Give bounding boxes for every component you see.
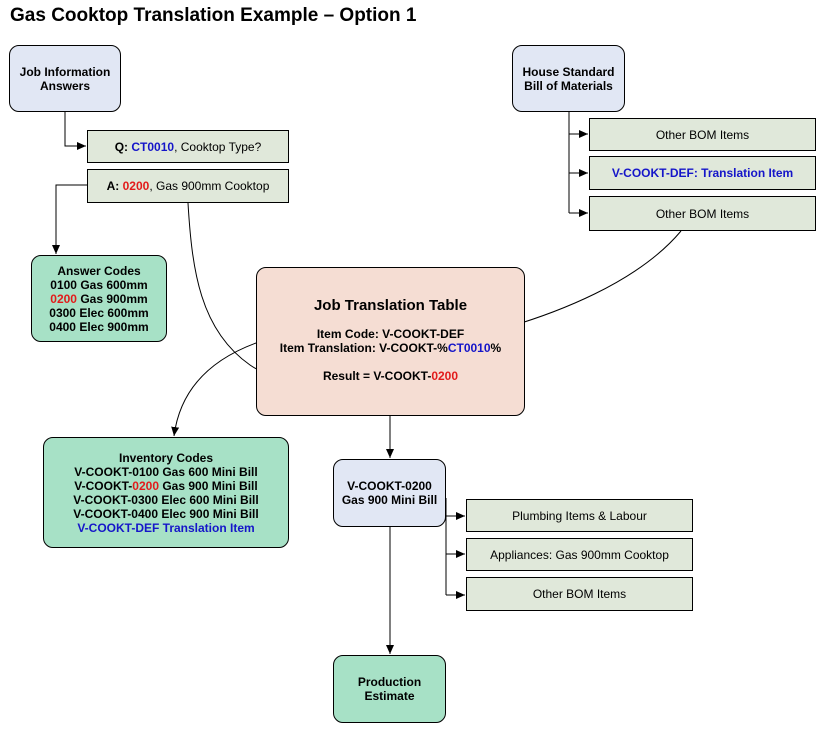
answer-code: 0200: [122, 179, 150, 193]
translation-item-translation-prefix: Item Translation: V-COOKT-%: [279, 341, 448, 355]
inventory-row: V-COOKT-0100 Gas 600 Mini Bill: [74, 464, 258, 479]
mini-other-items-label: Other BOM Items: [532, 587, 627, 601]
production-line2: Estimate: [364, 689, 415, 703]
inventory-row-translation: V-COOKT-DEF Translation Item: [77, 520, 255, 535]
job-information-line1: Job Information: [19, 64, 111, 79]
bom-other-items-1: Other BOM Items: [589, 118, 816, 151]
plumbing-items-box: Plumbing Items & Labour: [466, 499, 693, 532]
answer-code-value: 0400: [49, 319, 76, 334]
appliances-box: Appliances: Gas 900mm Cooktop: [466, 538, 693, 571]
answer-codes-box: Answer Codes 0100 Gas 600mm 0200 Gas 900…: [31, 255, 167, 342]
inventory-row-suffix: Gas 900 Mini Bill: [159, 478, 258, 493]
house-bom-box: House Standard Bill of Materials: [512, 45, 625, 112]
answer-codes-title: Answer Codes: [57, 263, 141, 278]
translation-item-code: Item Code: V-COOKT-DEF: [316, 327, 465, 341]
bom-other-items-2-label: Other BOM Items: [655, 206, 750, 221]
bom-other-items-2: Other BOM Items: [589, 196, 816, 231]
job-information-line2: Answers: [39, 78, 91, 93]
inventory-row: V-COOKT-0400 Elec 900 Mini Bill: [73, 506, 259, 521]
question-box: Q: CT0010, Cooktop Type?: [87, 130, 289, 163]
production-line1: Production: [357, 675, 422, 689]
answer-text: , Gas 900mm Cooktop: [149, 179, 270, 193]
inventory-row: V-COOKT-0200 Gas 900 Mini Bill: [74, 479, 257, 493]
house-bom-line2: Bill of Materials: [524, 78, 613, 93]
appliances-label: Appliances: Gas 900mm Cooktop: [490, 547, 669, 562]
connector-answer-codes: [52, 184, 87, 254]
connector-jobinfo-question: [64, 112, 86, 150]
question-code: CT0010: [131, 139, 175, 154]
question-prefix: Q:: [114, 139, 132, 154]
translation-result: Result = V-COOKT-0200: [323, 369, 458, 383]
answer-box: A: 0200, Gas 900mm Cooktop: [87, 169, 289, 203]
answer-code-desc: Elec 900mm: [75, 319, 149, 334]
answer-code-desc: Gas 600mm: [76, 277, 148, 292]
answer-prefix: A:: [106, 179, 123, 193]
mini-bill-line2: Gas 900 Mini Bill: [341, 493, 438, 507]
job-translation-table-box: Job Translation Table Item Code: V-COOKT…: [256, 267, 525, 416]
answer-code-value: 0200: [50, 291, 77, 306]
inventory-row-code: 0200: [132, 478, 159, 493]
translation-table-title: Job Translation Table: [313, 297, 468, 314]
translation-item-translation-code: CT0010: [447, 341, 491, 355]
mini-bill-line1: V-COOKT-0200: [347, 479, 432, 493]
page-title: Gas Cooktop Translation Example – Option…: [10, 5, 417, 26]
answer-code-value: 0100: [50, 277, 77, 292]
inventory-title: Inventory Codes: [118, 450, 214, 465]
inventory-codes-box: Inventory Codes V-COOKT-0100 Gas 600 Min…: [43, 437, 289, 548]
inventory-row-prefix: V-COOKT-: [74, 478, 133, 493]
answer-code-row: 0100 Gas 600mm: [50, 278, 147, 292]
inventory-row: V-COOKT-0300 Elec 600 Mini Bill: [73, 492, 259, 507]
bom-translation-item: V-COOKT-DEF: Translation Item: [589, 156, 816, 190]
question-text: , Cooktop Type?: [174, 139, 262, 154]
job-information-box: Job Information Answers: [9, 45, 121, 112]
translation-item-translation-suffix: %: [490, 341, 502, 355]
house-bom-line1: House Standard: [522, 64, 615, 79]
connector-table-inventory: [171, 342, 257, 437]
plumbing-items-label: Plumbing Items & Labour: [512, 508, 647, 523]
mini-other-items-box: Other BOM Items: [466, 577, 693, 611]
answer-code-desc: Elec 600mm: [75, 305, 149, 320]
answer-code-row: 0300 Elec 600mm: [49, 306, 148, 320]
translation-result-prefix: Result = V-COOKT-: [322, 369, 432, 383]
answer-code-desc: Gas 900mm: [76, 291, 148, 306]
production-estimate-box: Production Estimate: [333, 655, 446, 723]
translation-result-code: 0200: [431, 369, 459, 383]
mini-bill-box: V-COOKT-0200 Gas 900 Mini Bill: [333, 459, 446, 527]
answer-code-value: 0300: [49, 305, 76, 320]
answer-code-row: 0400 Elec 900mm: [49, 320, 148, 334]
bom-translation-item-label: V-COOKT-DEF: Translation Item: [611, 166, 794, 180]
answer-code-row: 0200 Gas 900mm: [50, 292, 147, 306]
translation-item-translation: Item Translation: V-COOKT-%CT0010%: [280, 341, 501, 355]
bom-other-items-1-label: Other BOM Items: [655, 127, 750, 142]
